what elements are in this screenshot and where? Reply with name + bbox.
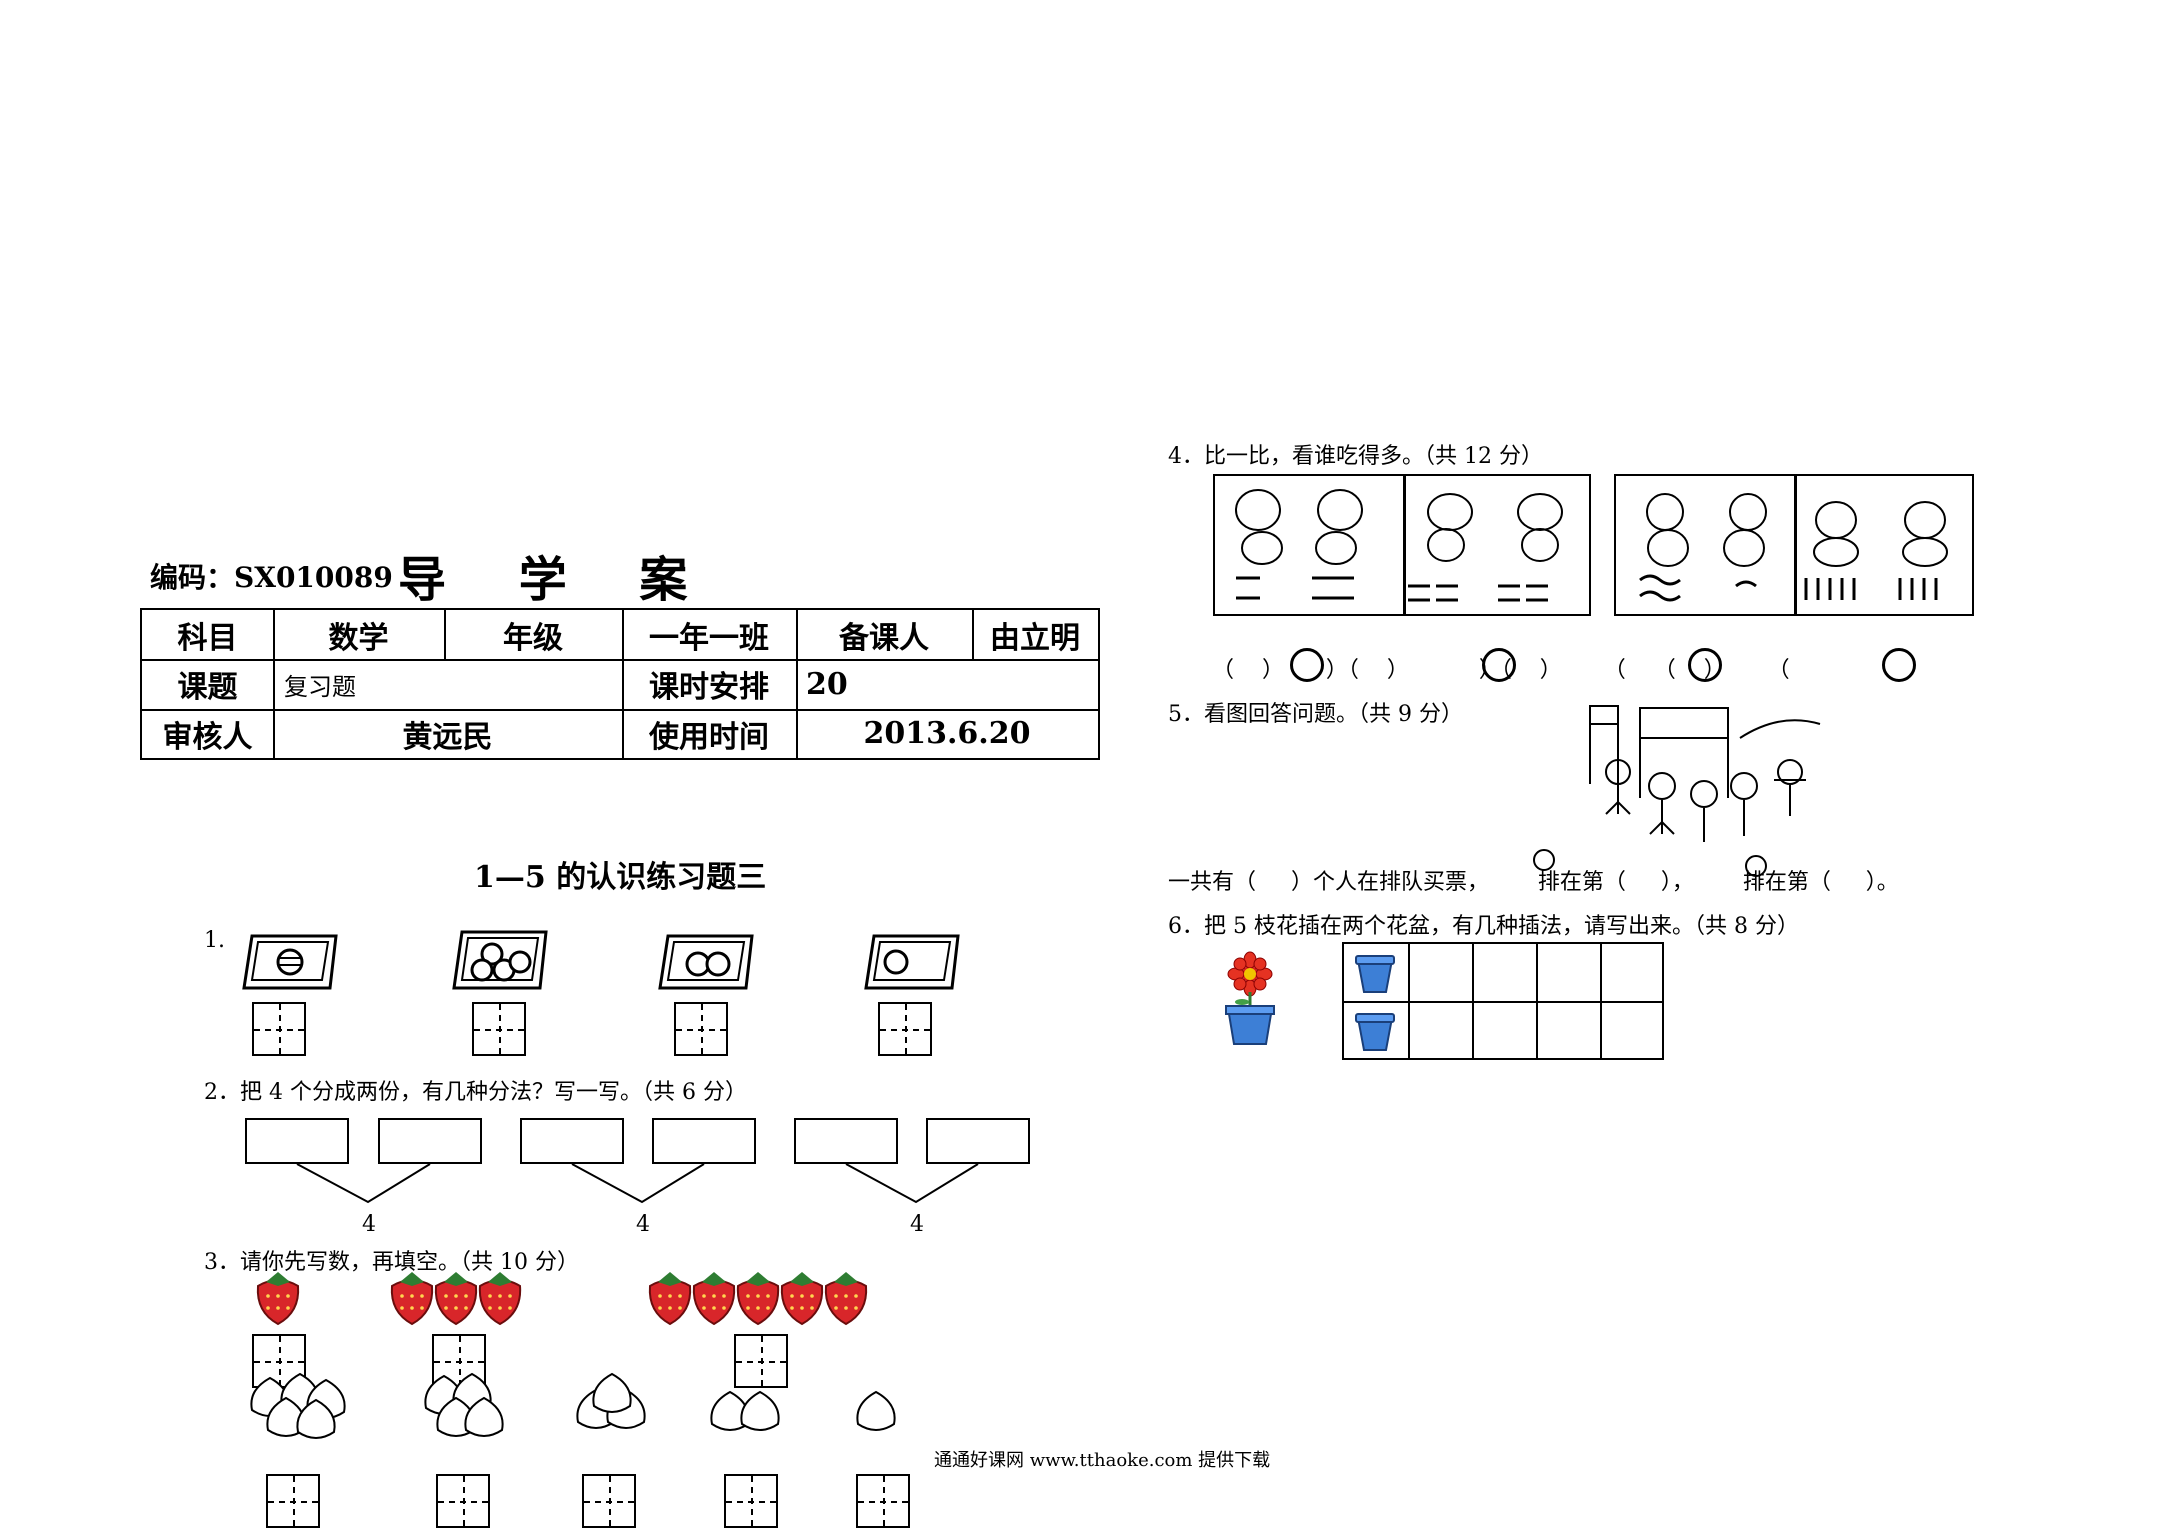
q2-total: 4 [362, 1212, 376, 1237]
q3-label: 3．请你先写数，再填空。（共 10 分） [204, 1250, 579, 1275]
strawberry-icon [256, 1272, 300, 1326]
q3-answer-box[interactable] [734, 1334, 788, 1388]
q4-compare-circle[interactable] [1882, 648, 1916, 682]
q2-total: 4 [636, 1212, 650, 1237]
teacher-value: 由立明 [990, 620, 1080, 656]
subject-label: 科目 [177, 620, 238, 656]
q6-answer-cell[interactable] [1474, 946, 1534, 1000]
q4-label: 4．比一比，看谁吃得多。（共 12 分） [1168, 444, 1543, 469]
q6-answer-cell[interactable] [1538, 1004, 1598, 1058]
q6-answer-cell[interactable] [1410, 946, 1470, 1000]
flower-pot-icon [1225, 951, 1275, 1045]
doc-title: 导 学 案 [398, 552, 716, 608]
q4-compare-circle[interactable] [1688, 648, 1722, 682]
q2-answer-box[interactable] [794, 1118, 898, 1164]
q5-label: 5．看图回答问题。（共 9 分） [1168, 702, 1463, 727]
topic-value: 复习题 [284, 672, 356, 701]
footer-source: 通通好课网 www.tthaoke.com 提供下载 [934, 1450, 1271, 1471]
peach-icon [296, 1398, 336, 1439]
strawberry-icon [824, 1272, 868, 1326]
grade-value: 一年一班 [649, 620, 769, 656]
q3-answer-box[interactable] [582, 1474, 636, 1528]
q1-answer-box[interactable] [878, 1002, 932, 1056]
q6-answer-cell[interactable] [1410, 1004, 1470, 1058]
q6-answer-grid [1342, 942, 1664, 1060]
tray-illustration [864, 934, 960, 990]
q3-answer-box[interactable] [436, 1474, 490, 1528]
q6-answer-cell[interactable] [1538, 946, 1598, 1000]
q2-answer-box[interactable] [652, 1118, 756, 1164]
tray-illustration [242, 934, 338, 990]
q6-answer-cell[interactable] [1602, 1004, 1662, 1058]
subject-value: 数学 [328, 620, 389, 656]
q2-answer-box[interactable] [926, 1118, 1030, 1164]
hours-label: 课时安排 [649, 670, 769, 705]
q6-answer-cell[interactable] [1602, 946, 1662, 1000]
peach-icon [464, 1396, 504, 1437]
q2-answer-box[interactable] [378, 1118, 482, 1164]
q4-picture-box-right [1614, 474, 1974, 616]
q5-answer-line: 一共有（ ）个人在排队买票， 排在第（ ）， 排在第（ ）。 [1168, 870, 1899, 895]
peach-icon [592, 1372, 632, 1413]
peach-icon [740, 1390, 780, 1431]
strawberry-icon [780, 1272, 824, 1326]
q4-picture-box-left [1213, 474, 1591, 616]
q3-answer-box[interactable] [724, 1474, 778, 1528]
flower-pot-icon [1355, 1013, 1395, 1051]
q4-compare-circle[interactable] [1482, 648, 1516, 682]
date-value: 2013.6.20 [863, 716, 1031, 751]
strawberry-icon [478, 1272, 522, 1326]
tray-illustration [658, 934, 754, 990]
strawberry-icon [648, 1272, 692, 1326]
strawberry-icon [434, 1272, 478, 1326]
q2-answer-box[interactable] [245, 1118, 349, 1164]
hours-value: 20 [806, 666, 848, 702]
q2-total: 4 [910, 1212, 924, 1237]
reviewer-label: 审核人 [162, 719, 253, 755]
doc-code: 编码：SX010089 [150, 561, 393, 594]
grade-label: 年级 [503, 620, 563, 656]
peach-icon [856, 1390, 896, 1431]
q1-answer-box[interactable] [674, 1002, 728, 1056]
strawberry-icon [692, 1272, 736, 1326]
info-table: 科目 数学 年级 一年一班 备课人 由立明 课题 复习题 课时安排 20 审核人… [140, 608, 1100, 760]
q1-answer-box[interactable] [472, 1002, 526, 1056]
q2-answer-box[interactable] [520, 1118, 624, 1164]
q2-label: 2．把 4 个分成两份，有几种分法？写一写。（共 6 分） [204, 1080, 747, 1105]
teacher-label: 备课人 [839, 620, 929, 656]
q3-answer-box[interactable] [856, 1474, 910, 1528]
q4-compare-circle[interactable] [1290, 648, 1324, 682]
flower-pot-icon [1355, 955, 1395, 993]
q6-answer-cell[interactable] [1474, 1004, 1534, 1058]
q1-label: 1. [204, 928, 225, 953]
worksheet-title: 1—5 的认识练习题三 [474, 860, 767, 895]
reviewer-value: 黄远民 [402, 719, 493, 755]
topic-label: 课题 [177, 670, 238, 705]
q1-answer-box[interactable] [252, 1002, 306, 1056]
strawberry-icon [736, 1272, 780, 1326]
strawberry-icon [390, 1272, 434, 1326]
q3-answer-box[interactable] [266, 1474, 320, 1528]
tray-illustration [452, 930, 548, 990]
date-label: 使用时间 [649, 719, 769, 755]
q6-label: 6．把 5 枝花插在两个花盆，有几种插法，请写出来。（共 8 分） [1168, 914, 1799, 939]
